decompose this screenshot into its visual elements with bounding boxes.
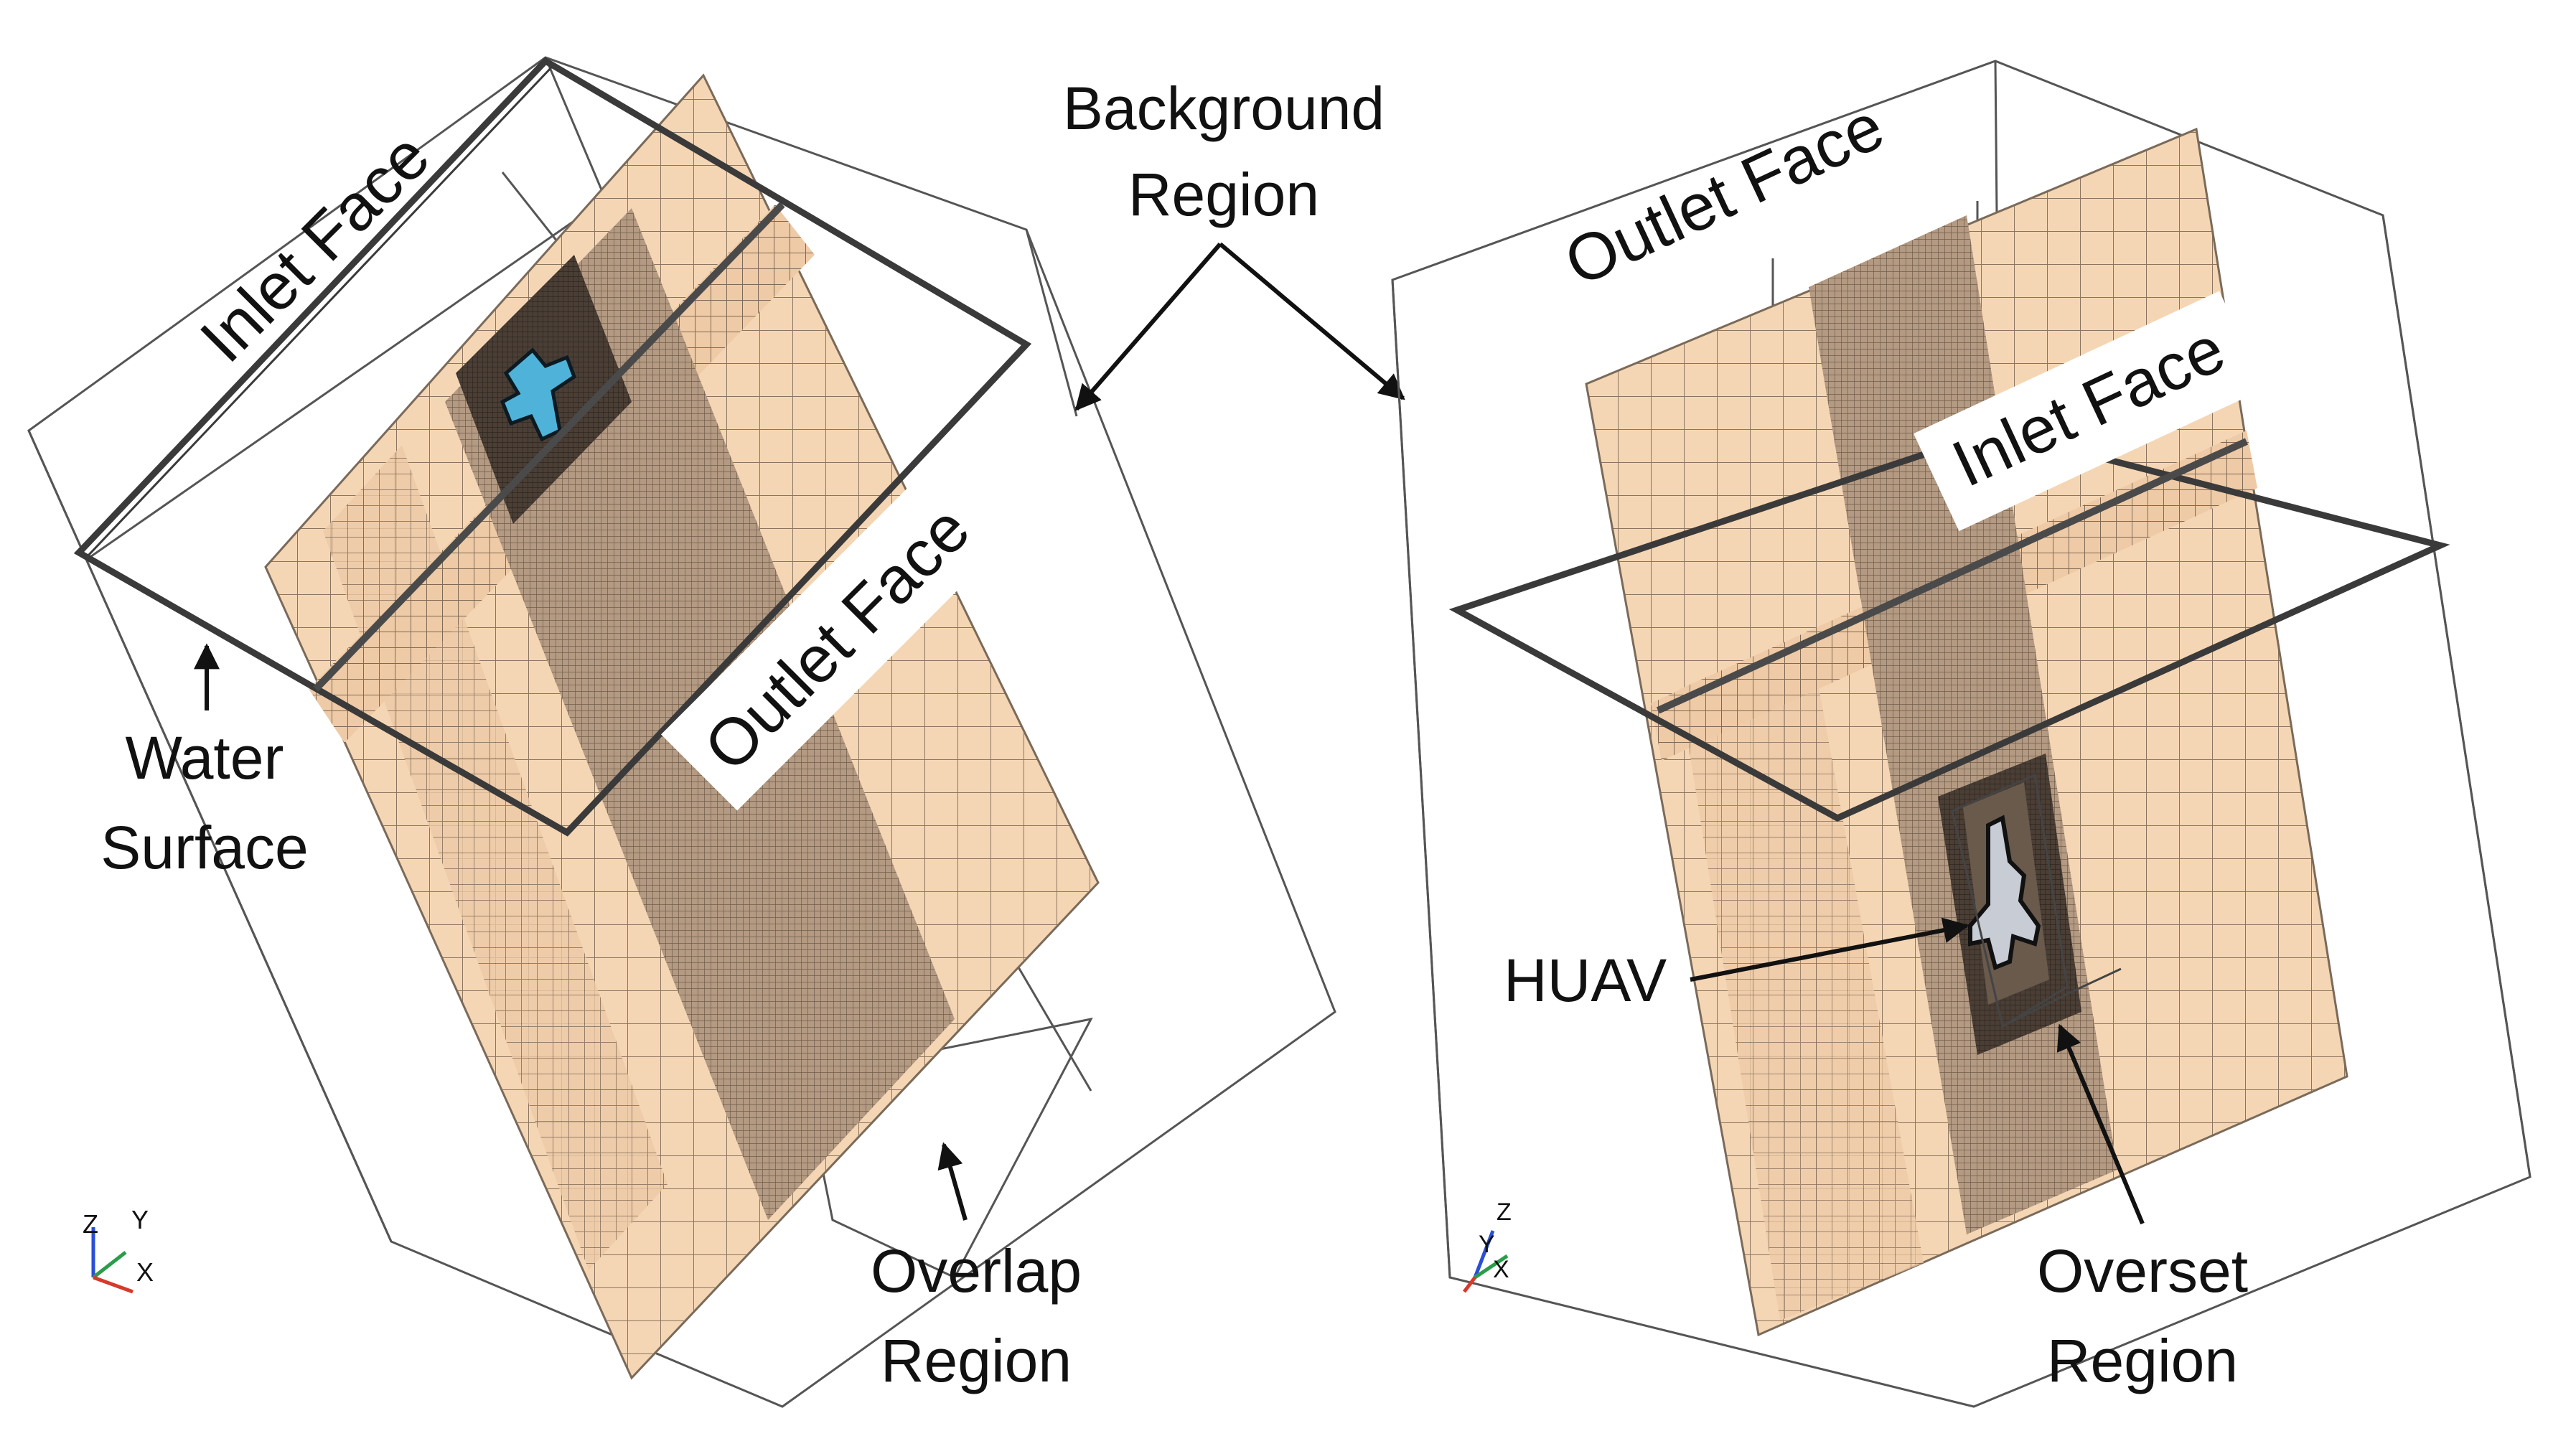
- background-region-label-line1: Background: [1063, 75, 1385, 142]
- left-axis-x: X: [136, 1257, 154, 1287]
- left-axis-z: Z: [83, 1209, 98, 1239]
- right-axis-triad: Z Y X: [1463, 1198, 1512, 1293]
- water-surface-label-line2: Surface: [100, 814, 309, 881]
- overset-region-label-line1: Overset: [2037, 1237, 2248, 1305]
- huav-label: HUAV: [1504, 947, 1667, 1014]
- background-region-label-line2: Region: [1128, 161, 1319, 228]
- right-huav-shape: [1968, 815, 2041, 971]
- background-region-callout: Background Region: [1063, 75, 1405, 411]
- right-axis-x: X: [1493, 1256, 1509, 1283]
- right-outlet-face-label: Outlet Face: [1554, 90, 1894, 300]
- left-water-surface: [73, 57, 1032, 837]
- water-surface-callout: Water Surface: [100, 643, 309, 881]
- right-domain: Outlet Face Inlet Face HUAV Overset Regi…: [1391, 60, 2531, 1408]
- overlap-region-label-line2: Region: [881, 1327, 1072, 1394]
- right-axis-z: Z: [1497, 1198, 1512, 1226]
- right-axis-y: Y: [1479, 1231, 1495, 1258]
- overlap-region-callout: Overlap Region: [871, 1142, 1082, 1394]
- right-mesh-plane: [1585, 127, 2348, 1337]
- left-axis-y: Y: [131, 1205, 149, 1234]
- left-axis-triad: Z Y X: [83, 1205, 154, 1294]
- overset-box: [1951, 773, 2122, 1028]
- water-surface-label-line1: Water: [126, 724, 284, 792]
- left-domain: Inlet Face Outlet Face Water Surface Ove…: [27, 56, 1336, 1408]
- overset-region-callout: Overset Region: [2037, 1023, 2248, 1394]
- right-water-surface: [1448, 427, 2450, 822]
- overlap-region-label-line1: Overlap: [871, 1237, 1082, 1305]
- huav-callout: HUAV: [1504, 917, 1970, 1014]
- overset-region-label-line2: Region: [2047, 1327, 2238, 1394]
